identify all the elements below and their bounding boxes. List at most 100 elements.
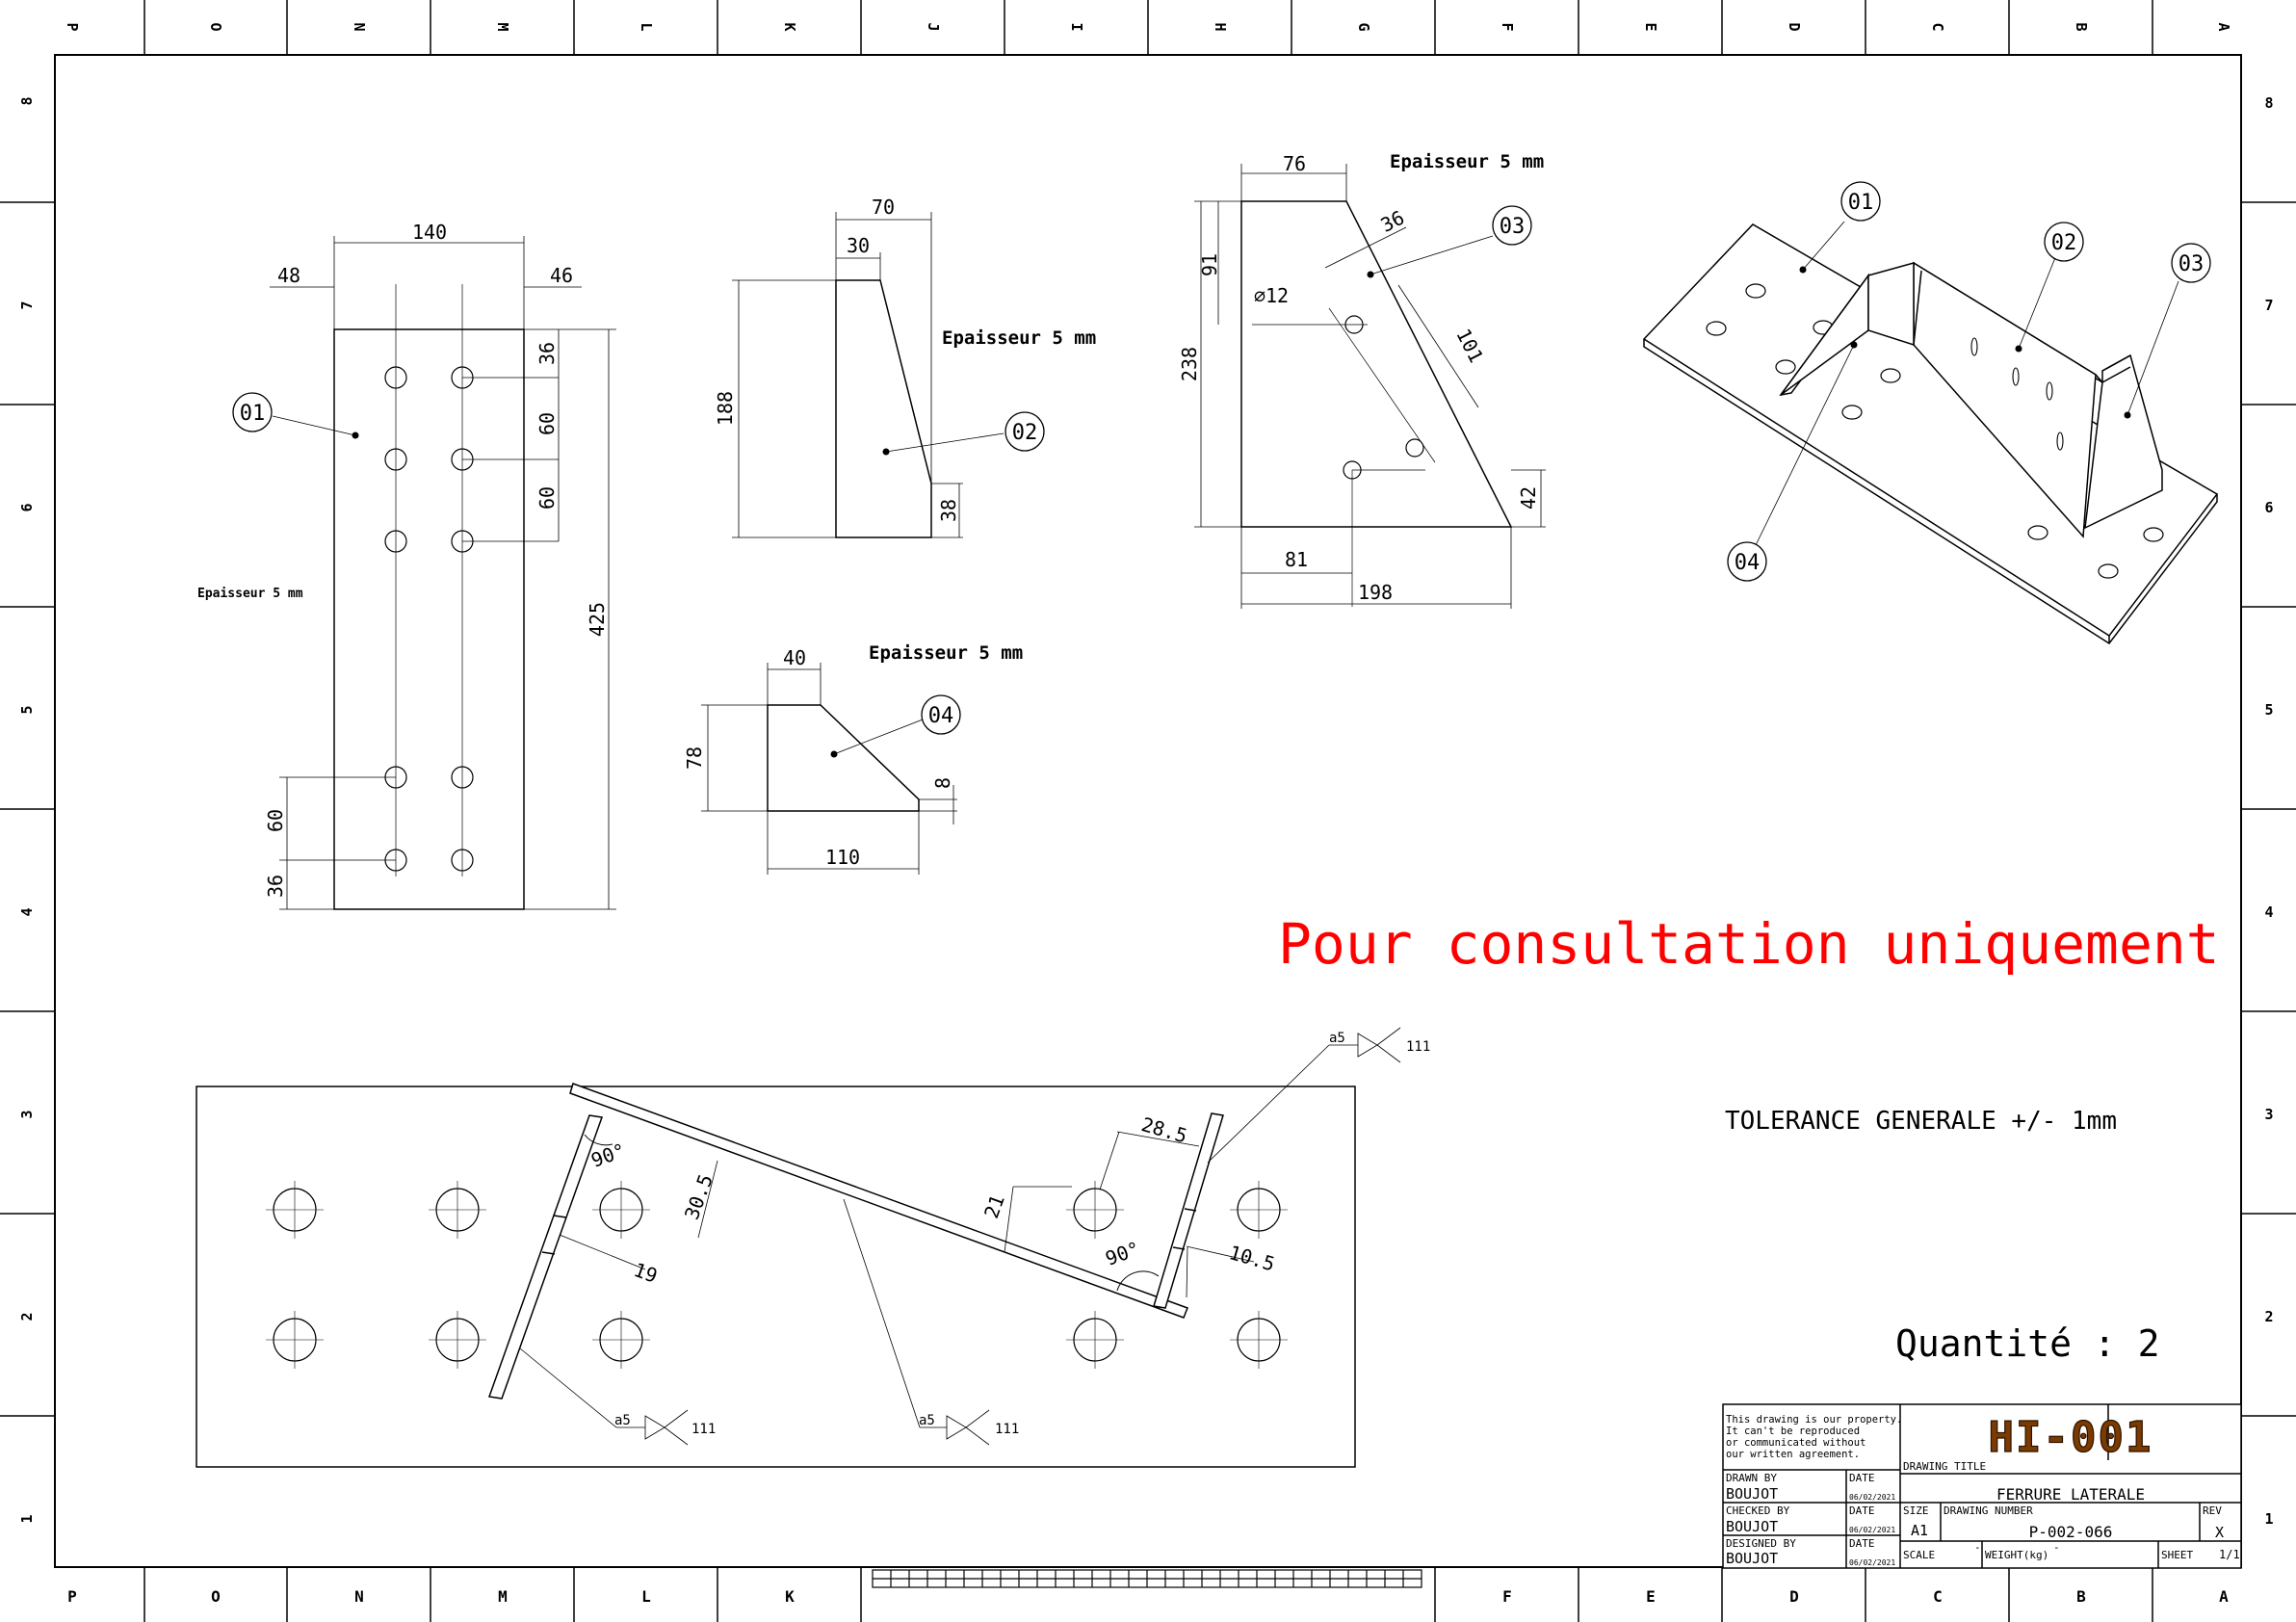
- size-label: SIZE: [1903, 1504, 1929, 1517]
- dim-91: 91: [1198, 253, 1221, 276]
- zone-letter: N: [354, 1587, 364, 1606]
- date-label-3: DATE: [1849, 1537, 1875, 1550]
- zone-number: 8: [2264, 94, 2273, 112]
- zone-number: 6: [18, 503, 36, 511]
- balloon-02: 02: [882, 411, 1045, 456]
- dim-81: 81: [1285, 548, 1308, 571]
- dim-60-b: 60: [535, 486, 559, 510]
- iso-balloon-02: 02: [2051, 231, 2077, 255]
- company-logo: HI-001: [1989, 1413, 2153, 1462]
- balloon-03-label: 03: [1500, 215, 1526, 239]
- disclaimer-line-1: This drawing is our property.: [1726, 1414, 1902, 1426]
- zone-letter: E: [1642, 22, 1659, 31]
- iso-balloons: 01 02 03 04: [1727, 181, 2211, 582]
- drawing-title: FERRURE LATERALE: [1996, 1485, 2145, 1504]
- zone-letter: C: [1929, 22, 1946, 31]
- thickness-note-03: Epaisseur 5 mm: [1390, 151, 1544, 172]
- rev-label: REV: [2203, 1504, 2222, 1517]
- zone-letter: C: [1933, 1587, 1943, 1606]
- zone-letter: O: [211, 1587, 221, 1606]
- sheet-label: SHEET: [2161, 1549, 2193, 1561]
- dim-238: 238: [1178, 347, 1201, 381]
- zone-number: 3: [18, 1110, 36, 1118]
- assembly-top-view: [196, 1027, 1401, 1468]
- date-3: 06/02/2021: [1849, 1558, 1895, 1567]
- angle-90-right: 90°: [1103, 1237, 1143, 1270]
- dim-38: 38: [937, 499, 960, 522]
- date-label-1: DATE: [1849, 1472, 1875, 1484]
- disclaimer-line-3: or communicated without: [1726, 1437, 1866, 1449]
- title-block: [1722, 1403, 2242, 1569]
- dim-60-a: 60: [535, 412, 559, 435]
- dim-30-5: 30.5: [680, 1171, 718, 1222]
- zone-letter: D: [1786, 22, 1803, 31]
- part-03-view: [1194, 164, 1546, 609]
- zone-letter: L: [641, 1587, 651, 1606]
- balloon-04-label: 04: [928, 704, 954, 728]
- date-1: 06/02/2021: [1849, 1493, 1895, 1502]
- zone-letter: M: [498, 1587, 508, 1606]
- balloon-01: 01: [232, 392, 359, 439]
- dim-78: 78: [683, 746, 706, 770]
- dim-198: 198: [1358, 581, 1393, 604]
- iso-balloon-04: 04: [1735, 551, 1761, 575]
- zone-number: 5: [2264, 701, 2273, 719]
- dim-36-slant: 36: [1377, 206, 1408, 237]
- zone-number: 1: [2264, 1510, 2273, 1528]
- part-01-view: [270, 236, 616, 910]
- balloon-01-label: 01: [240, 402, 266, 426]
- dim-40: 40: [783, 646, 806, 669]
- checked-by-label: CHECKED BY: [1726, 1504, 1790, 1517]
- zone-number: 2: [2264, 1308, 2273, 1325]
- dim-425: 425: [586, 602, 609, 637]
- zone-letter: K: [781, 22, 798, 31]
- iso-balloon-03: 03: [2179, 252, 2205, 276]
- isometric-view: [1642, 223, 2219, 645]
- dim-28-5: 28.5: [1138, 1112, 1189, 1147]
- dim-10-5: 10.5: [1226, 1241, 1277, 1275]
- zone-number: 4: [18, 907, 36, 916]
- dim-36-bottom: 36: [264, 875, 287, 898]
- zone-number: 4: [2264, 903, 2273, 921]
- dim-21: 21: [979, 1191, 1009, 1221]
- weld-size-2: a5: [614, 1413, 631, 1428]
- zone-letter: A: [2215, 22, 2232, 31]
- scale-label: SCALE: [1903, 1549, 1935, 1561]
- weld-process-2: 111: [691, 1422, 716, 1437]
- zone-letter: P: [67, 1587, 77, 1606]
- drawn-by: BOUJOT: [1726, 1485, 1778, 1503]
- dim-19: 19: [631, 1258, 661, 1288]
- dim-188: 188: [714, 391, 737, 426]
- dim-46: 46: [550, 264, 573, 287]
- sheet-value: 1/1: [2219, 1548, 2240, 1561]
- zone-letter: B: [2073, 22, 2090, 31]
- weld-size-3: a5: [919, 1413, 935, 1428]
- thickness-note-01: Epaisseur 5 mm: [197, 587, 303, 601]
- part-04-view: [701, 663, 957, 875]
- drawing-title-label: DRAWING TITLE: [1903, 1460, 1986, 1473]
- dim-48: 48: [277, 264, 300, 287]
- date-2: 06/02/2021: [1849, 1526, 1895, 1534]
- zone-letter: A: [2219, 1587, 2229, 1606]
- weld-size-1: a5: [1329, 1031, 1345, 1046]
- zone-letter: N: [351, 22, 368, 31]
- thickness-note-02: Epaisseur 5 mm: [942, 327, 1096, 349]
- zone-number: 6: [2264, 499, 2273, 516]
- zone-letter: F: [1499, 22, 1516, 31]
- disclaimer-line-4: our written agreement.: [1726, 1449, 1860, 1460]
- weld-process-1: 111: [1406, 1039, 1430, 1055]
- balloon-03: 03: [1367, 205, 1532, 278]
- zone-number: 8: [18, 96, 36, 105]
- size-value: A1: [1911, 1522, 1928, 1539]
- dim-140: 140: [412, 221, 447, 244]
- dim-42: 42: [1517, 486, 1540, 510]
- zone-letter: P: [64, 22, 81, 31]
- zone-letter: O: [207, 22, 224, 31]
- zone-letter: J: [925, 22, 942, 31]
- watermark-text: Pour consultation uniquement: [1278, 911, 2220, 977]
- disclaimer-line-2: It can't be reproduced: [1726, 1426, 1860, 1437]
- balloon-04: 04: [830, 694, 961, 758]
- zone-letter: K: [785, 1587, 795, 1606]
